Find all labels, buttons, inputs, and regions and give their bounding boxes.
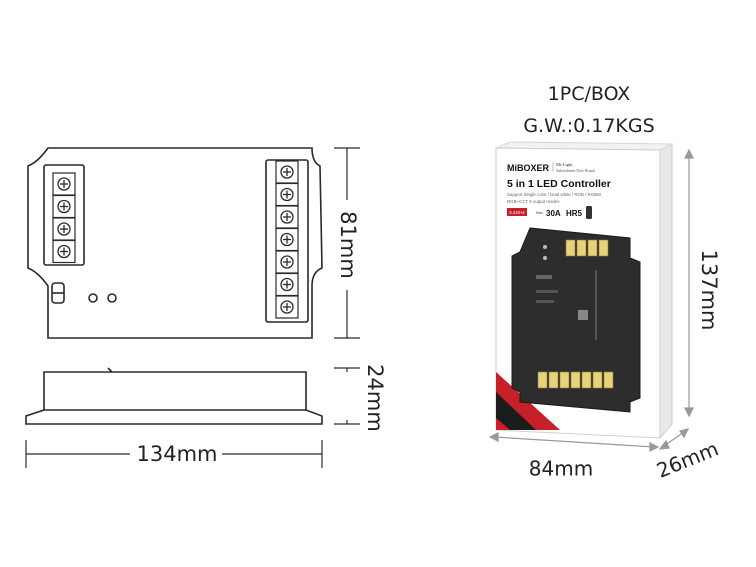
terminal-icon (592, 371, 603, 389)
controller-depth-label: 24mm (363, 364, 387, 432)
package-quantity: 1PC/BOX (548, 83, 631, 105)
left-screw-terminals (52, 172, 76, 264)
button-icon (107, 293, 117, 303)
box-width-label: 84mm (529, 457, 593, 481)
box-brand-note-1: Mi-Light (556, 162, 573, 167)
frequency-badge-bg (507, 208, 527, 216)
frequency-badge: 2.4GHz (509, 210, 525, 215)
controller-top-outline (27, 147, 323, 339)
terminal-icon (598, 239, 609, 257)
package-weight: G.W.:0.17KGS (523, 115, 654, 137)
dim-height-box (684, 148, 694, 418)
screw-icon (52, 194, 76, 219)
box-black-accent (496, 392, 536, 430)
current-rating: 30A (546, 209, 561, 218)
terminal-icon (576, 239, 587, 257)
dim-width-controller (25, 440, 323, 468)
controller-top-view (27, 147, 323, 339)
screw-icon (275, 250, 299, 274)
screw-icon (52, 217, 76, 241)
terminal-icon (537, 371, 548, 389)
terminal-icon (587, 239, 598, 257)
right-screw-terminals (275, 160, 299, 319)
box-depth-label: 26mm (653, 436, 722, 482)
terminal-icon (548, 371, 559, 389)
controller-height-label: 81mm (336, 211, 360, 279)
left-terminal-block (43, 164, 85, 266)
screw-icon (275, 182, 299, 207)
right-terminal-block (265, 159, 309, 323)
box-product-title: 5 in 1 LED Controller (507, 178, 611, 190)
screw-icon (275, 205, 299, 229)
retail-box: MiBOXER Mi-Light Subordinate New Brand 5… (495, 141, 673, 440)
controller-side-outline (25, 371, 323, 425)
terminal-icon (570, 371, 581, 389)
screw-icon (275, 227, 299, 252)
remote-icon (586, 206, 592, 219)
box-device-image (511, 227, 641, 413)
screw-icon (275, 295, 299, 319)
screw-icon (52, 172, 76, 196)
screw-icon (275, 160, 299, 184)
dim-depth-controller (334, 367, 360, 425)
dim-depth-box (658, 428, 690, 450)
box-brand-note-2: Subordinate New Brand (556, 168, 595, 173)
terminal-icon (581, 371, 592, 389)
terminal-icon (559, 371, 570, 389)
terminal-icon (603, 371, 614, 389)
box-height-label: 137mm (697, 250, 721, 331)
screw-icon (275, 272, 299, 297)
box-support-line-2: RGB+CCT 5 output modes (507, 199, 560, 204)
current-prefix: Max (536, 211, 543, 215)
box-side-face (659, 143, 673, 440)
box-support-line-1: Support Single color / Dual white / RGB … (507, 192, 602, 197)
dim-width-box (488, 432, 660, 452)
controller-width-label: 134mm (137, 442, 218, 466)
terminal-icon (565, 239, 576, 257)
dim-height-controller (334, 147, 360, 339)
controller-side-view (25, 367, 323, 425)
led-indicator-icon (88, 293, 98, 303)
box-model: HR5 (566, 209, 583, 218)
box-brand-logo: MiBOXER (507, 163, 550, 173)
screw-icon (52, 239, 76, 264)
